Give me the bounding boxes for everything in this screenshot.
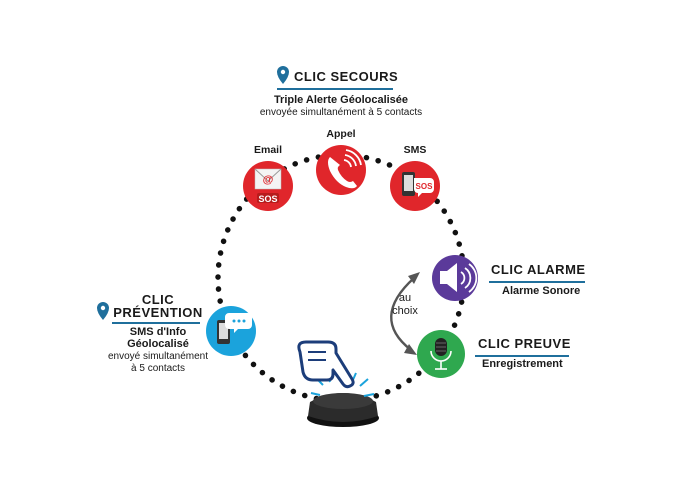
alarme-subtitle: Alarme Sonore <box>502 285 581 297</box>
email-label: Email <box>253 144 283 156</box>
prevention-line4: à 5 contacts <box>131 363 185 374</box>
prevention-line3: envoyé simultanément <box>107 351 209 362</box>
preuve-rule <box>475 355 569 357</box>
sms-info-icon <box>206 306 256 356</box>
location-pin-icon-prevention <box>97 302 109 320</box>
double-arrow-icon <box>390 272 420 355</box>
preuve-title: CLIC PREUVE <box>478 336 571 351</box>
prevention-title1: CLIC <box>141 292 175 307</box>
alarme-rule <box>489 281 585 283</box>
sms-sos-text: SOS <box>416 182 434 191</box>
prevention-title2: PRÉVENTION <box>113 305 203 320</box>
email-sos-icon: @ SOS <box>243 161 293 211</box>
sms-label: SMS <box>403 144 427 156</box>
alarm-device-icon <box>307 372 379 427</box>
location-pin-icon-secours <box>277 66 289 84</box>
sms-sos-icon: SOS <box>390 161 440 211</box>
prevention-line2: Géolocalisé <box>127 338 189 350</box>
secours-title: CLIC SECOURS <box>294 69 399 84</box>
choice-line2: choix <box>392 305 418 317</box>
email-sos-text: SOS <box>258 194 277 204</box>
prevention-rule <box>112 322 200 324</box>
microphone-icon <box>417 330 465 378</box>
svg-text:@: @ <box>263 174 274 186</box>
alarme-title: CLIC ALARME <box>491 262 586 277</box>
pointing-hand-icon <box>297 340 355 389</box>
preuve-subtitle: Enregistrement <box>482 358 563 370</box>
phone-call-icon <box>316 145 366 195</box>
appel-label: Appel <box>326 128 356 140</box>
speaker-icon <box>432 255 478 301</box>
secours-rule <box>277 88 393 90</box>
choice-line1: au <box>398 292 412 304</box>
secours-line1: Triple Alerte Géolocalisée <box>273 94 409 106</box>
prevention-line1: SMS d'Info <box>129 326 187 338</box>
secours-line2: envoyée simultanément à 5 contacts <box>259 107 423 118</box>
